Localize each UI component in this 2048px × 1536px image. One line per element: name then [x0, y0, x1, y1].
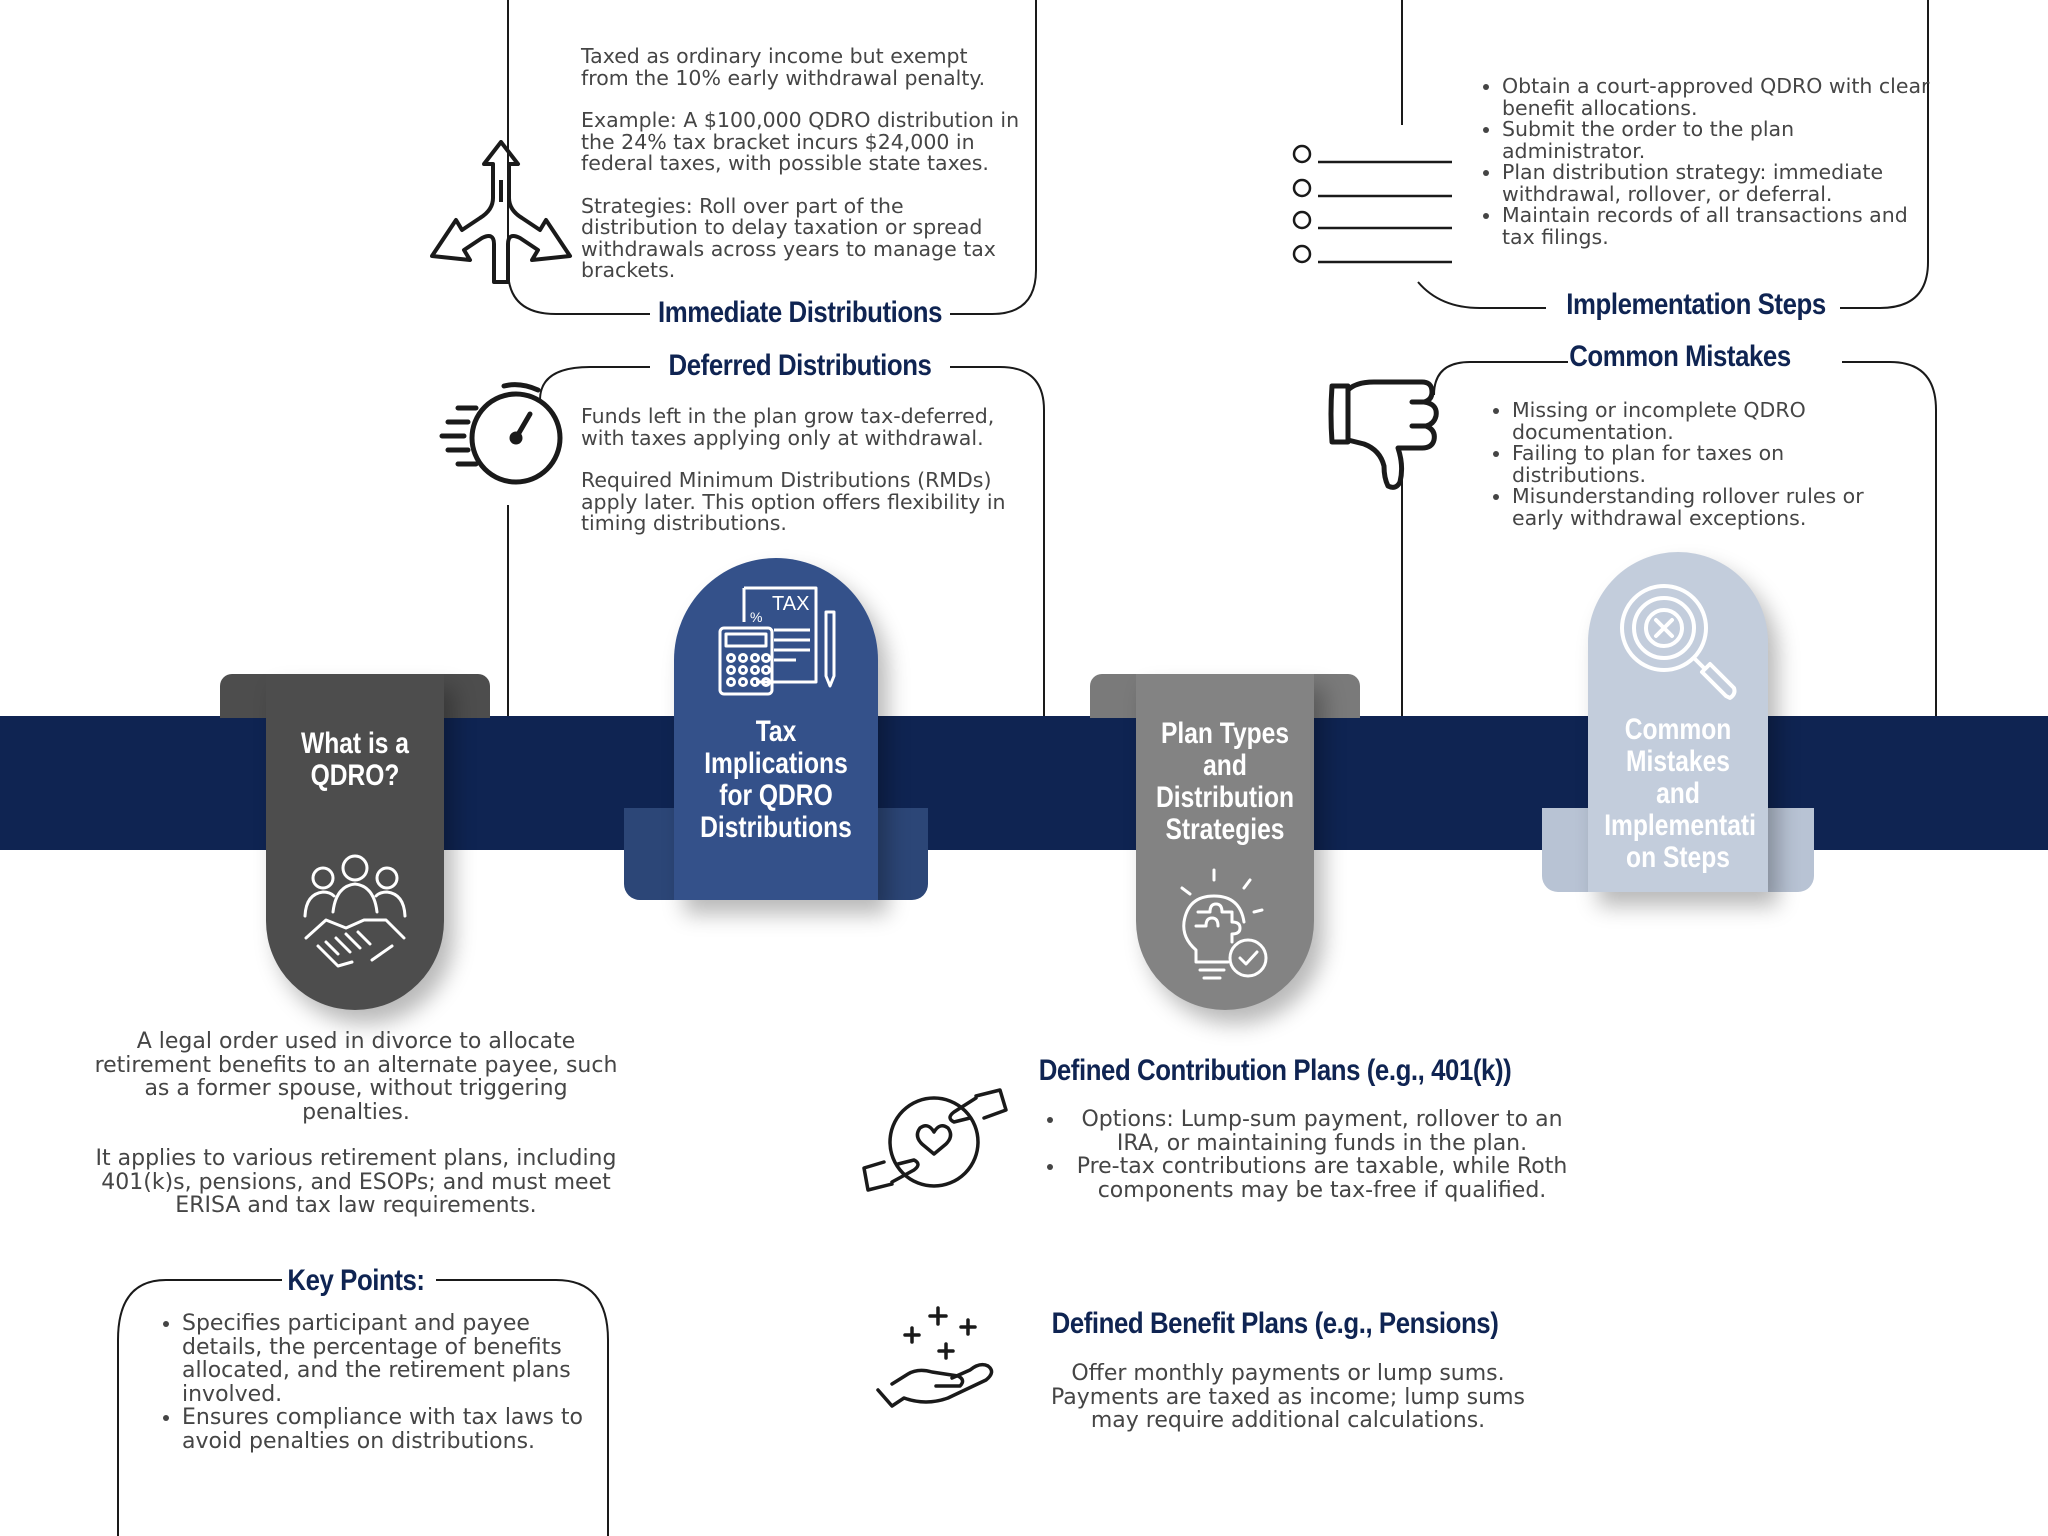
immediate-p3: Strategies: Roll over part of the distri…: [581, 193, 996, 282]
qdro-pillar-title: What is a QDRO?: [300, 727, 409, 792]
mistakes-item: Missing or incomplete QDRO documentation…: [1512, 399, 1912, 443]
dc-plans-item: Options: Lump-sum payment, rollover to a…: [1066, 1108, 1578, 1155]
mistakes-title: Common Mistakes: [1569, 340, 1791, 373]
qdro-p2: It applies to various retirement plans, …: [95, 1146, 617, 1218]
mistakes-item: Misunderstanding rollover rules or early…: [1512, 485, 1912, 529]
dc-plans-list: Options: Lump-sum payment, rollover to a…: [1038, 1108, 1578, 1202]
hand-plus-icon: [876, 1306, 994, 1408]
tax-pillar-title: Tax Implications for QDRO Distributions: [700, 715, 852, 844]
immediate-p2: Example: A $100,000 QDRO distribution in…: [581, 108, 1020, 175]
implementation-title: Implementation Steps: [1566, 288, 1826, 321]
key-points-title: Key Points:: [287, 1264, 425, 1297]
qdro-p1: A legal order used in divorce to allocat…: [94, 1029, 618, 1125]
implementation-item: Submit the order to the plan administrat…: [1502, 118, 1942, 162]
deferred-title: Deferred Distributions: [668, 349, 932, 382]
deferred-p2: Required Minimum Distributions (RMDs) ap…: [581, 468, 1006, 535]
handshake-team-icon: [303, 854, 407, 968]
mistakes-pillar-title: Common Mistakes and Implementati on Step…: [1604, 713, 1756, 874]
deferred-text: Funds left in the plan grow tax-deferred…: [581, 404, 1027, 556]
stopwatch-icon: [439, 382, 563, 485]
svg-text:%: %: [750, 609, 762, 625]
checklist-icon: [1292, 144, 1452, 264]
deferred-p1: Funds left in the plan grow tax-deferred…: [581, 404, 995, 450]
qdro-pillar: [266, 674, 444, 1010]
svg-text:TAX: TAX: [772, 593, 809, 615]
key-points-list: Specifies participant and payee details,…: [154, 1312, 602, 1453]
immediate-p1: Taxed as ordinary income but exempt from…: [581, 44, 986, 90]
puzzle-lightbulb-icon: [1180, 868, 1268, 980]
mistakes-list: Missing or incomplete QDRO documentation…: [1484, 399, 1912, 529]
db-plans-text: Offer monthly payments or lump sums. Pay…: [1051, 1361, 1525, 1433]
implementation-item: Obtain a court-approved QDRO with clear …: [1502, 75, 1942, 119]
plan-pillar: [1136, 674, 1314, 1010]
magnifier-x-icon: [1620, 584, 1737, 700]
arrows-split-icon: [430, 140, 572, 284]
tax-calculator-icon: TAX %: [718, 586, 836, 696]
key-point-item: Specifies participant and payee details,…: [182, 1312, 602, 1406]
hands-heart-coin-icon: [862, 1088, 1008, 1192]
plan-pillar-title: Plan Types and Distribution Strategies: [1155, 717, 1295, 846]
implementation-item: Plan distribution strategy: immediate wi…: [1502, 161, 1942, 205]
implementation-item: Maintain records of all transactions and…: [1502, 204, 1942, 248]
dc-plans-item: Pre-tax contributions are taxable, while…: [1066, 1155, 1578, 1202]
implementation-list: Obtain a court-approved QDRO with clear …: [1474, 75, 1942, 248]
thumbs-down-icon: [1328, 379, 1439, 490]
mistakes-item: Failing to plan for taxes on distributio…: [1512, 442, 1912, 486]
immediate-title: Immediate Distributions: [658, 296, 942, 329]
tax-pillar: [674, 558, 878, 900]
key-point-item: Ensures compliance with tax laws to avoi…: [182, 1406, 602, 1453]
db-plans-title: Defined Benefit Plans (e.g., Pensions): [1051, 1307, 1499, 1340]
mistakes-pillar: [1588, 552, 1768, 892]
dc-plans-title: Defined Contribution Plans (e.g., 401(k)…: [1038, 1054, 1512, 1087]
immediate-text: Taxed as ordinary income but exempt from…: [581, 44, 1021, 303]
qdro-description: A legal order used in divorce to allocat…: [88, 1030, 624, 1239]
